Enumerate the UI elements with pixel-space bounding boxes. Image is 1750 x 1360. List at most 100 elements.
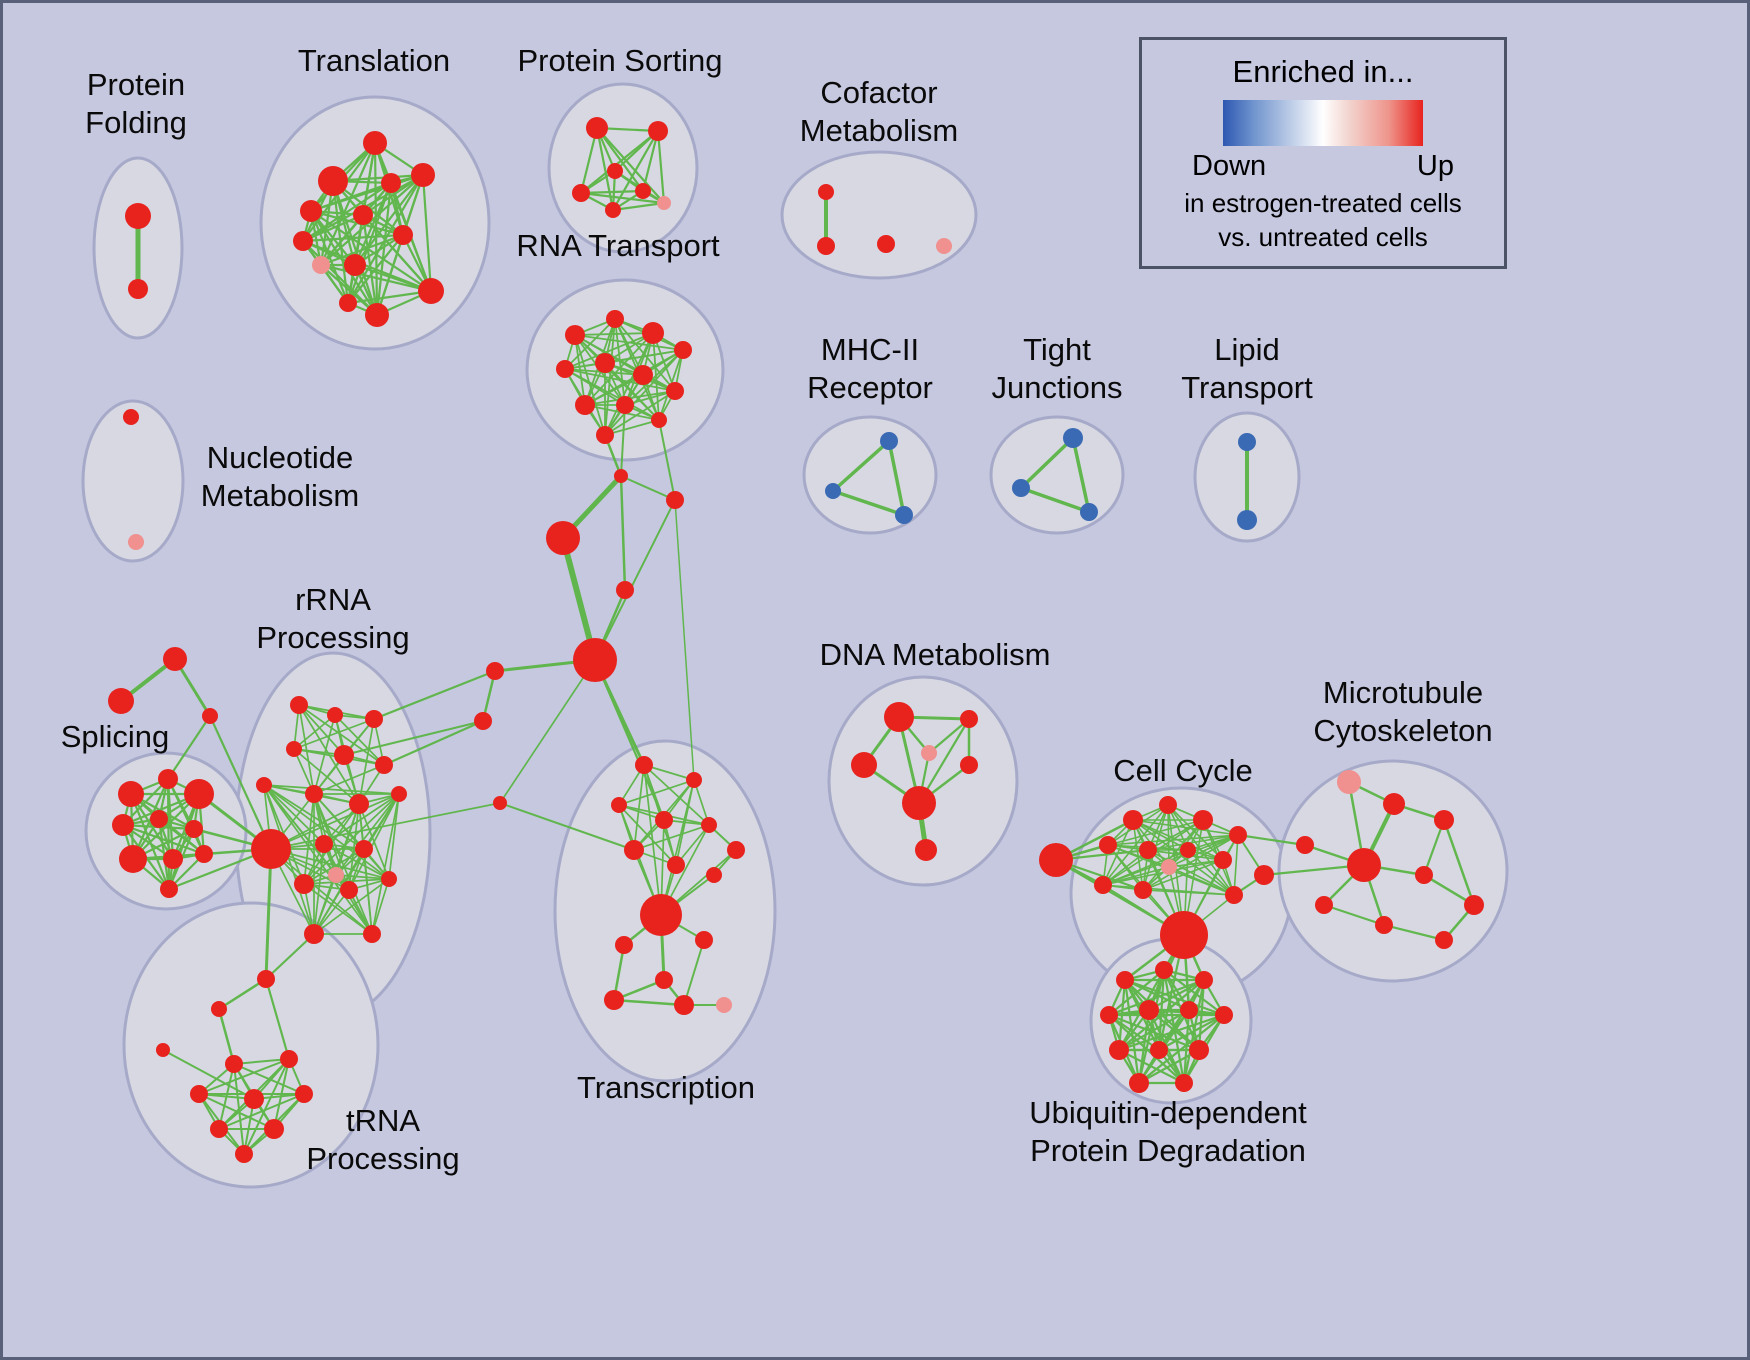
edge <box>264 977 291 1061</box>
gene-set-node-156 <box>1189 1040 1209 1060</box>
gene-set-node-17 <box>572 184 590 202</box>
edge <box>371 793 400 935</box>
gene-set-node-41 <box>573 638 617 682</box>
gene-set-node-67 <box>195 845 213 863</box>
edge <box>298 704 345 756</box>
gene-set-node-92 <box>280 1050 298 1068</box>
gene-set-node-140 <box>1296 836 1314 854</box>
gene-set-node-142 <box>1415 866 1433 884</box>
gene-set-node-74 <box>375 756 393 774</box>
cluster-label-rna-transport-line-1: RNA Transport <box>516 228 720 263</box>
gene-set-node-89 <box>211 1001 227 1017</box>
edge <box>579 126 599 195</box>
edge <box>319 181 393 267</box>
gene-set-node-128 <box>1139 841 1157 859</box>
gene-set-node-32 <box>633 365 653 385</box>
gene-set-node-47 <box>128 534 144 550</box>
edge <box>604 332 654 436</box>
edge <box>1137 1008 1151 1085</box>
edge <box>335 874 390 880</box>
edge <box>334 714 385 766</box>
cluster-label-microtubule-cytoskeleton-line-1: Microtubule <box>1323 675 1483 710</box>
cluster-label-cofactor-metabolism-line-2: Metabolism <box>800 113 959 148</box>
gene-set-node-13 <box>381 173 401 193</box>
edge <box>348 793 400 891</box>
edge <box>595 126 666 205</box>
edge <box>1147 819 1204 851</box>
gene-set-node-99 <box>635 756 653 774</box>
gene-set-node-119 <box>960 756 978 774</box>
edge <box>1019 436 1075 490</box>
edge <box>660 779 695 916</box>
gene-set-node-122 <box>1039 843 1073 877</box>
legend-caption-line1: in estrogen-treated cells <box>1184 188 1462 218</box>
gene-set-node-76 <box>305 785 323 803</box>
gene-set-node-133 <box>1134 881 1152 899</box>
gene-set-node-75 <box>256 777 272 793</box>
gene-set-node-77 <box>349 794 369 814</box>
gene-set-node-158 <box>1175 1074 1193 1092</box>
edge <box>319 173 425 267</box>
legend-down-label: Down <box>1192 150 1267 182</box>
gene-set-node-22 <box>818 184 834 200</box>
gene-set-node-19 <box>635 183 651 199</box>
gene-set-node-64 <box>185 820 203 838</box>
gene-set-node-98 <box>235 1145 253 1163</box>
edge <box>298 704 385 766</box>
edge <box>614 318 626 406</box>
cluster-ellipse-protein-sorting <box>547 82 699 254</box>
edge <box>1382 923 1446 942</box>
gene-set-node-101 <box>611 797 627 813</box>
edge <box>1132 819 1235 896</box>
gene-set-node-118 <box>921 745 937 761</box>
gene-set-node-105 <box>624 840 644 860</box>
gene-set-node-6 <box>411 163 435 187</box>
gene-set-node-9 <box>393 225 413 245</box>
edge <box>421 173 433 293</box>
edge <box>1054 858 1186 937</box>
gene-set-node-11 <box>365 303 389 327</box>
cluster-label-lipid-transport-line-1: Lipid <box>1214 332 1280 367</box>
edge <box>1236 833 1307 847</box>
edge <box>301 239 379 317</box>
gene-set-node-141 <box>1347 848 1381 882</box>
gene-set-node-70 <box>327 707 343 723</box>
gene-set-node-127 <box>1099 836 1117 854</box>
cluster-label-protein-sorting-line-1: Protein Sorting <box>517 43 722 78</box>
cluster-label-rrna-processing-line-2: Processing <box>256 620 409 655</box>
edge <box>313 843 325 935</box>
edge <box>1182 1008 1191 1085</box>
cluster-label-cofactor-metabolism-line-1: Cofactor <box>820 75 937 110</box>
edge <box>301 239 433 293</box>
edge <box>1142 834 1239 891</box>
gene-set-node-72 <box>286 741 302 757</box>
gene-set-node-94 <box>244 1089 264 1109</box>
gene-set-node-21 <box>657 196 671 210</box>
edge <box>1142 819 1204 891</box>
gene-set-node-58 <box>202 708 218 724</box>
gene-set-node-73 <box>334 745 354 765</box>
gene-set-node-71 <box>365 710 383 728</box>
gene-set-node-95 <box>295 1085 313 1103</box>
edge <box>309 209 433 293</box>
edge <box>831 489 906 517</box>
gene-set-node-139 <box>1434 810 1454 830</box>
gene-set-node-113 <box>674 995 694 1015</box>
gene-set-node-36 <box>651 412 667 428</box>
gene-set-node-125 <box>1193 810 1213 830</box>
gene-set-node-4 <box>300 200 322 222</box>
edge <box>1071 436 1091 514</box>
edge <box>217 977 268 1011</box>
edge <box>619 474 627 592</box>
gene-set-node-61 <box>184 779 214 809</box>
edge <box>166 714 212 781</box>
edge <box>303 848 365 885</box>
cluster-label-ubiquitin-degradation-line-1: Ubiquitin-dependent <box>1029 1095 1307 1130</box>
edge <box>1019 486 1091 514</box>
gene-set-node-144 <box>1315 896 1333 914</box>
edge <box>298 704 315 795</box>
edge <box>604 349 684 364</box>
gene-set-node-59 <box>118 781 144 807</box>
